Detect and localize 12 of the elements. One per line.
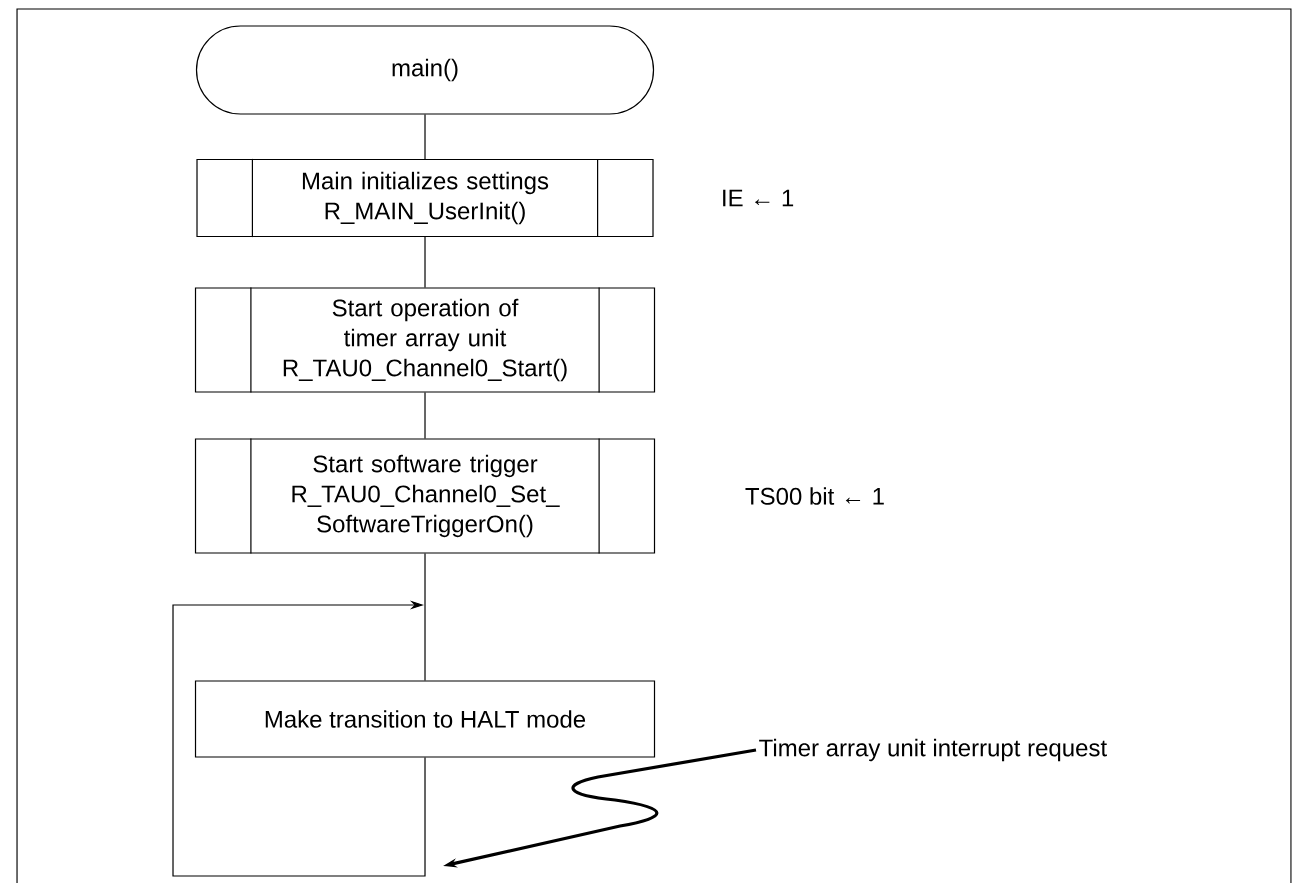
loop-arrow xyxy=(172,600,426,877)
connector-line xyxy=(424,392,426,439)
subroutine-box: Main initializes settings R_MAIN_UserInit() xyxy=(196,158,654,238)
subroutine-box: Start software trigger R_TAU0_Channel0_Set_SoftwareTriggerOn() xyxy=(194,437,656,555)
register-note: IE ← 1 xyxy=(723,189,794,207)
annotation-text: Timer array unit interrupt request xyxy=(759,738,1107,762)
connector-line xyxy=(424,553,426,681)
connector-line xyxy=(424,236,426,288)
process-box: Make transition to HALT mode xyxy=(194,680,656,758)
connector-line xyxy=(424,114,426,160)
subroutine-box: Start operation of timer array unit R_TAU0_Channel0_Start() xyxy=(194,286,656,394)
register-note: TS00 bit ← 1 xyxy=(745,487,884,505)
